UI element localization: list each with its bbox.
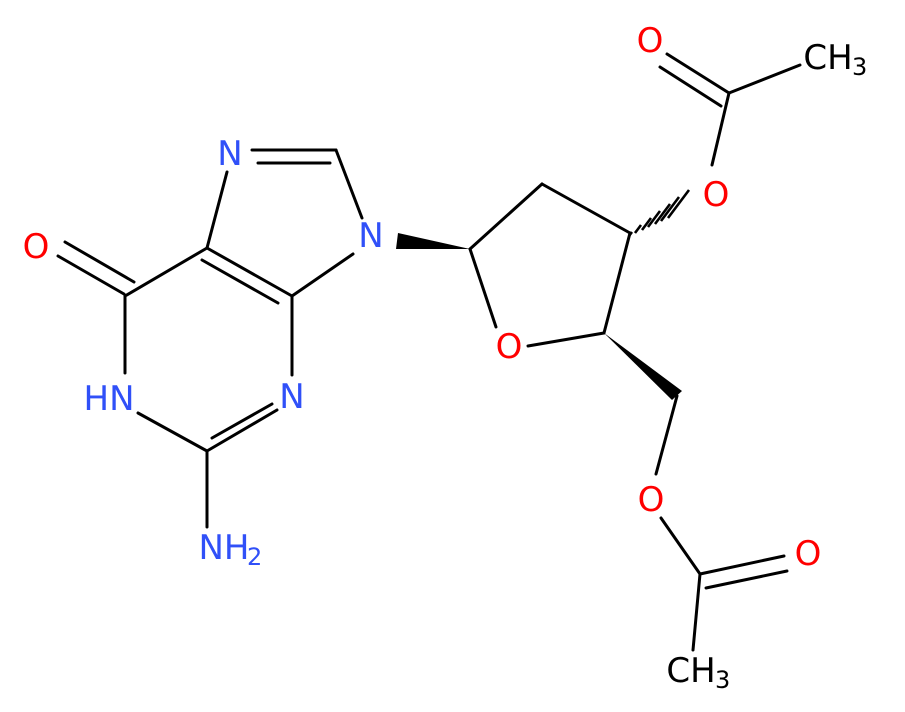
bond-c6-o6-a <box>56 254 126 296</box>
bond-c6-o6-b <box>63 240 136 284</box>
pyrimidine-ring-bonds <box>56 240 294 529</box>
bond-o5-ccarbonyl <box>659 516 702 576</box>
bond-c4prime-o4prime <box>526 331 606 348</box>
bond-n1-c2 <box>136 411 209 453</box>
bond-c4-c5-b <box>200 258 280 305</box>
atom-n3: N <box>279 377 304 417</box>
bond-c3prime-c4prime <box>602 231 632 335</box>
bond-c2prime-c3prime <box>540 182 632 235</box>
atom-n1h: HN <box>84 379 135 419</box>
wedge-n9-c1prime <box>396 233 470 249</box>
hash-wedge-c3prime-o <box>627 189 691 237</box>
atom-o-carbonyl-bottom: O <box>795 534 822 574</box>
atom-ch3-bottom: CH <box>666 651 715 691</box>
atom-ch3-top: CH <box>803 38 852 78</box>
bond-c5-n7 <box>205 170 229 250</box>
bond-c5prime-o5 <box>654 394 679 476</box>
atom-labels: O HN NH 2 N N N O O O CH 3 O O CH 3 <box>23 21 868 694</box>
atom-ch3-bottom-subscript: 3 <box>715 666 730 694</box>
bond-ccarbonyl-o-b <box>658 65 723 108</box>
atom-ch3-top-subscript: 3 <box>852 53 867 81</box>
atom-o-carbonyl-top: O <box>637 21 664 61</box>
bond-o3-ccarbonyl <box>710 91 731 167</box>
imidazole-ring-bonds <box>205 148 364 298</box>
bond-ccarbonyl-o-d <box>704 569 789 590</box>
bond-n9-c4 <box>290 252 355 298</box>
atom-nh2-subscript: 2 <box>247 543 262 571</box>
atom-nh2: NH <box>199 528 250 568</box>
bond-ccarbonyl-o-a <box>665 52 731 95</box>
bond-c1prime-c2prime <box>468 182 544 251</box>
bond-c4-c5-a <box>205 246 294 298</box>
acetate-top-bonds <box>658 52 802 167</box>
bond-ccarbonyl-o-c <box>698 554 786 576</box>
bond-c2-n3-b <box>210 402 274 440</box>
bond-ccarbonyl-ch3-b <box>691 572 702 652</box>
atom-o4prime: O <box>496 327 523 367</box>
wedge-c4prime-c5prime <box>604 333 682 400</box>
sugar-ring-bonds <box>396 182 632 348</box>
atom-n7: N <box>217 134 242 174</box>
bond-ccarbonyl-ch3 <box>727 63 802 95</box>
atom-n9: N <box>358 216 383 256</box>
bond-c2-n3-a <box>205 408 279 453</box>
atom-o6: O <box>23 227 50 267</box>
bond-o4prime-c1prime <box>468 247 498 329</box>
atom-o3prime: O <box>703 175 730 215</box>
bond-c5-c6 <box>123 246 209 298</box>
acetate-bottom-bonds <box>604 333 789 652</box>
atom-o5prime: O <box>638 480 665 520</box>
bond-c8-n9 <box>334 148 364 220</box>
